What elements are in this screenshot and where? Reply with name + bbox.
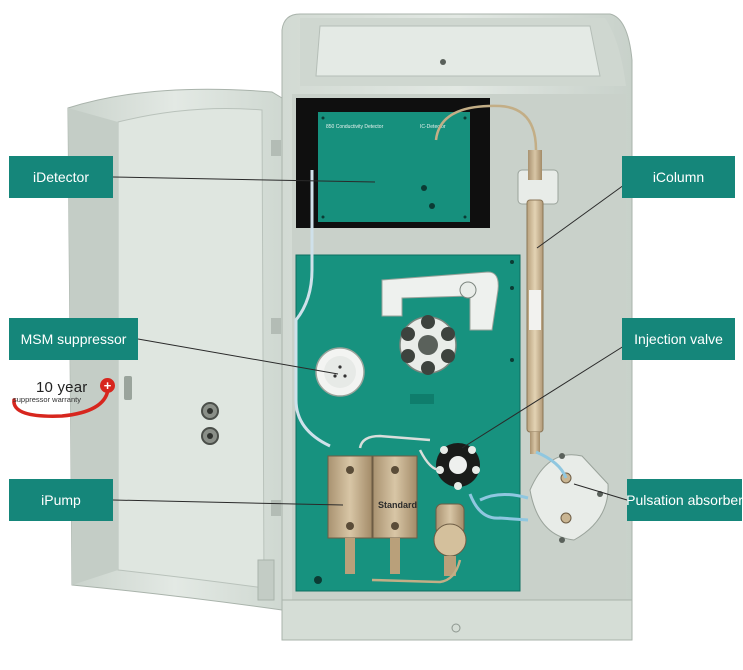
warranty-years: 10 year: [36, 379, 88, 396]
leader-line-ipump: [112, 499, 344, 506]
peristaltic-pump: [381, 271, 499, 375]
label-msm-suppressor: MSM suppressor: [9, 318, 138, 360]
pulsation-absorber: [529, 453, 609, 543]
label-ipump: iPump: [9, 479, 113, 521]
leader-line-injection-valve: [461, 338, 636, 449]
leader-line-pulsation-absorber: [573, 483, 628, 501]
label-idetector: iDetector: [9, 156, 113, 198]
detector-panel-text: 850 Conductivity Detector: [326, 124, 384, 130]
tubing: [294, 170, 568, 584]
warranty-subtitle: suppressor warranty: [13, 395, 81, 404]
leader-line-idetector: [112, 176, 376, 183]
separation-column: [434, 104, 559, 454]
leader-line-icolumn: [536, 176, 636, 249]
injection-valve: [436, 443, 480, 490]
pump-head-label: Standard: [378, 500, 417, 510]
label-pulsation-absorber: Pulsation absorber: [626, 479, 743, 521]
detector-panel-side: IC-Detector: [420, 124, 446, 130]
leader-lines: [112, 176, 636, 506]
inline-filter: [433, 503, 467, 576]
label-icolumn: iColumn: [622, 156, 735, 198]
leader-line-msm-suppressor: [137, 338, 339, 375]
warranty-badge: 10 year suppressor warranty +: [8, 374, 115, 418]
msm-suppressor-knob: [315, 347, 365, 397]
plus-icon: +: [100, 378, 115, 393]
pump-heads: Standard: [327, 455, 418, 574]
label-injection-valve: Injection valve: [622, 318, 735, 360]
warranty-swoosh-icon: [12, 388, 110, 418]
detector-compartment: 850 Conductivity Detector IC-Detector: [296, 98, 490, 228]
